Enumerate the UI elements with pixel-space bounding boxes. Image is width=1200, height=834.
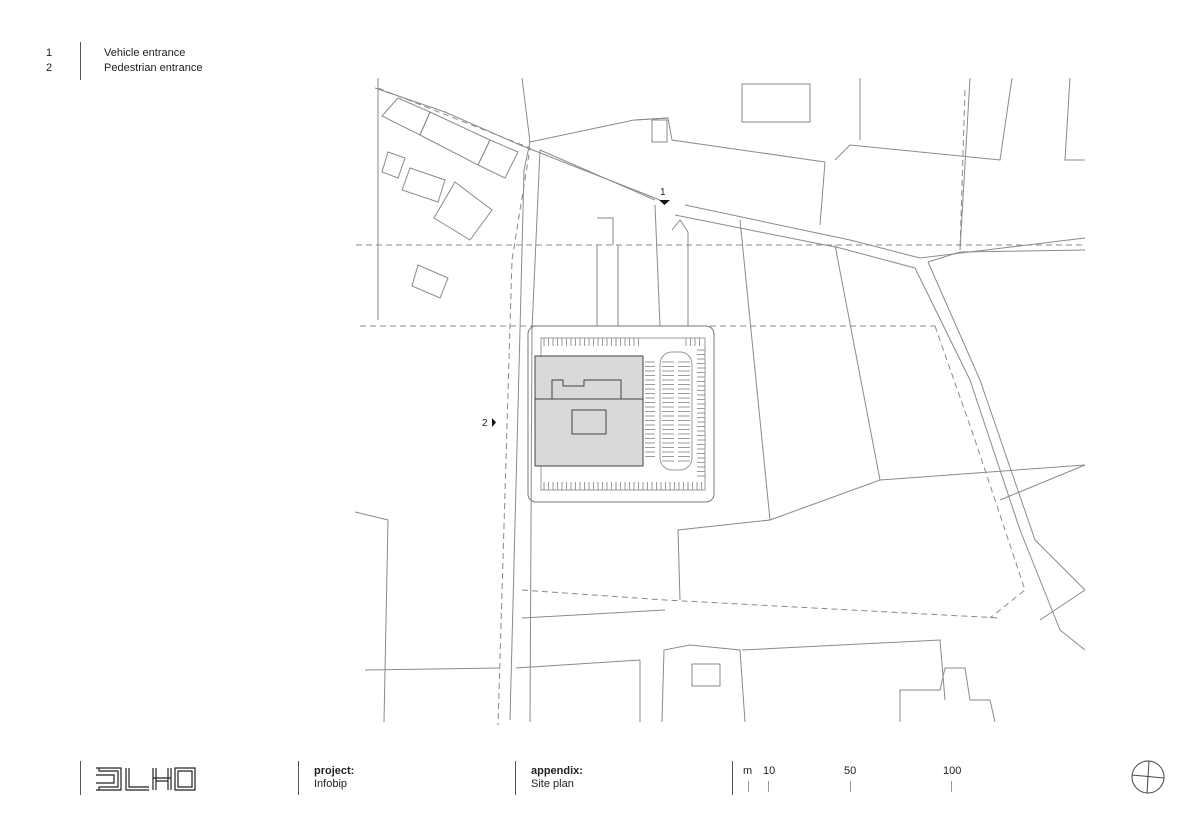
vehicle-entrance-arrow [659,200,670,205]
legend-divider [80,42,81,80]
scale-unit: m [743,765,753,777]
pedestrian-entrance-marker-label: 2 [482,418,488,429]
appendix-value: Site plan [531,778,574,790]
footer-divider [515,761,516,795]
entrance-markers [492,200,670,427]
appendix-label: appendix: [531,765,583,777]
footer-divider [298,761,299,795]
neighbour-buildings [381,97,721,687]
parcel-lines [354,77,1086,723]
scale-tick-label: 50 [844,765,857,777]
project-label: project: [314,765,355,777]
vehicle-entrance-marker-label: 1 [660,187,666,198]
legend-number: 1 [46,47,53,59]
main-building [534,355,644,467]
legend-label: Vehicle entrance [104,47,186,59]
scale-tick [748,781,749,792]
project-value: Infobip [314,778,348,790]
legend-label: Pedestrian entrance [104,62,203,74]
pedestrian-entrance-arrow [492,418,496,427]
boundary-dashed-lines [356,87,1085,726]
scale-tick [951,781,952,792]
parking-stalls [543,338,705,490]
scale-tick-label: 10 [763,765,776,777]
footer-divider [732,761,733,795]
scale-tick [850,781,851,792]
site-parcel [527,325,715,503]
scale-tick-label: 100 [943,765,962,777]
legend-number: 2 [46,62,53,74]
scale-tick [768,781,769,792]
footer-divider [80,761,81,795]
